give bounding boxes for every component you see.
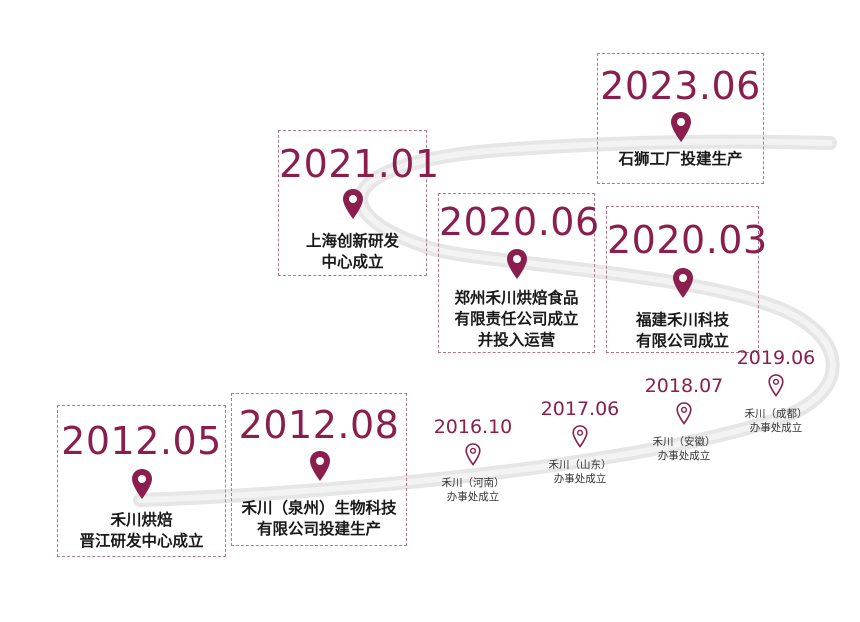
map-pin-filled-icon bbox=[343, 189, 363, 219]
office-year: 2016.10 bbox=[433, 416, 513, 438]
office-event: 2017.06 禾川（山东） 办事处成立 bbox=[532, 400, 628, 492]
milestone-desc-line: 中心成立 bbox=[321, 253, 384, 271]
map-pin-filled-icon bbox=[132, 469, 152, 499]
map-pin-outline-icon bbox=[768, 374, 784, 397]
milestone-desc-line: 禾川烘焙 bbox=[110, 511, 173, 529]
office-year: 2018.07 bbox=[644, 375, 724, 397]
office-desc-line: 办事处成立 bbox=[553, 473, 607, 485]
milestone-card: 2020.03 福建禾川科技 有限公司成立 bbox=[606, 206, 768, 353]
office-event: 2019.06 禾川（成都） 办事处成立 bbox=[728, 349, 824, 441]
office-desc-line: 办事处成立 bbox=[446, 491, 500, 503]
map-pin-outline-icon bbox=[676, 402, 692, 425]
map-pin-outline-icon bbox=[465, 443, 481, 466]
office-year: 2019.06 bbox=[736, 347, 816, 369]
milestone-year: 2020.06 bbox=[439, 200, 600, 244]
milestone-year: 2023.06 bbox=[600, 64, 761, 108]
milestone-desc-line: 石狮工厂投建生产 bbox=[618, 150, 743, 168]
map-pin-filled-icon bbox=[671, 112, 691, 142]
office-desc-line: 办事处成立 bbox=[657, 450, 711, 462]
milestone-desc-line: 并投入运营 bbox=[477, 331, 556, 349]
milestone-desc-line: 禾川（泉州）生物科技 bbox=[241, 499, 397, 517]
milestone-card: 2012.05 禾川烘焙 晋江研发中心成立 bbox=[57, 405, 226, 557]
milestone-card: 2023.06 石狮工厂投建生产 bbox=[597, 53, 764, 184]
office-year: 2017.06 bbox=[540, 398, 620, 420]
milestone-desc-line: 郑州禾川烘焙食品 bbox=[454, 289, 579, 307]
map-pin-filled-icon bbox=[507, 249, 527, 279]
milestone-card: 2012.08 禾川（泉州）生物科技 有限公司投建生产 bbox=[231, 393, 407, 546]
office-desc-line: 办事处成立 bbox=[749, 422, 803, 434]
milestone-desc-line: 有限责任公司成立 bbox=[454, 310, 579, 328]
office-event: 2018.07 禾川（安徽） 办事处成立 bbox=[636, 377, 732, 469]
milestone-desc-line: 有限公司投建生产 bbox=[256, 520, 381, 538]
office-desc-line: 禾川（河南） bbox=[441, 477, 505, 489]
milestone-card: 2020.06 郑州禾川烘焙食品 有限责任公司成立 并投入运营 bbox=[438, 193, 600, 353]
map-pin-outline-icon bbox=[572, 425, 588, 448]
milestone-desc-line: 有限公司成立 bbox=[635, 332, 729, 350]
office-desc-line: 禾川（安徽） bbox=[652, 436, 716, 448]
milestone-year: 2012.08 bbox=[238, 403, 400, 447]
office-desc-line: 禾川（山东） bbox=[548, 459, 612, 471]
milestone-desc-line: 上海创新研发 bbox=[305, 232, 399, 250]
office-event: 2016.10 禾川（河南） 办事处成立 bbox=[425, 418, 521, 508]
milestone-desc-line: 福建禾川科技 bbox=[635, 311, 729, 329]
office-desc-line: 禾川（成都） bbox=[744, 408, 808, 420]
milestone-desc-line: 晋江研发中心成立 bbox=[79, 532, 204, 550]
milestone-year: 2020.03 bbox=[607, 218, 768, 262]
milestone-year: 2012.05 bbox=[61, 419, 222, 463]
milestone-year: 2021.01 bbox=[279, 142, 440, 186]
map-pin-filled-icon bbox=[310, 451, 330, 481]
map-pin-filled-icon bbox=[673, 268, 693, 298]
milestone-card: 2021.01 上海创新研发 中心成立 bbox=[278, 130, 440, 276]
